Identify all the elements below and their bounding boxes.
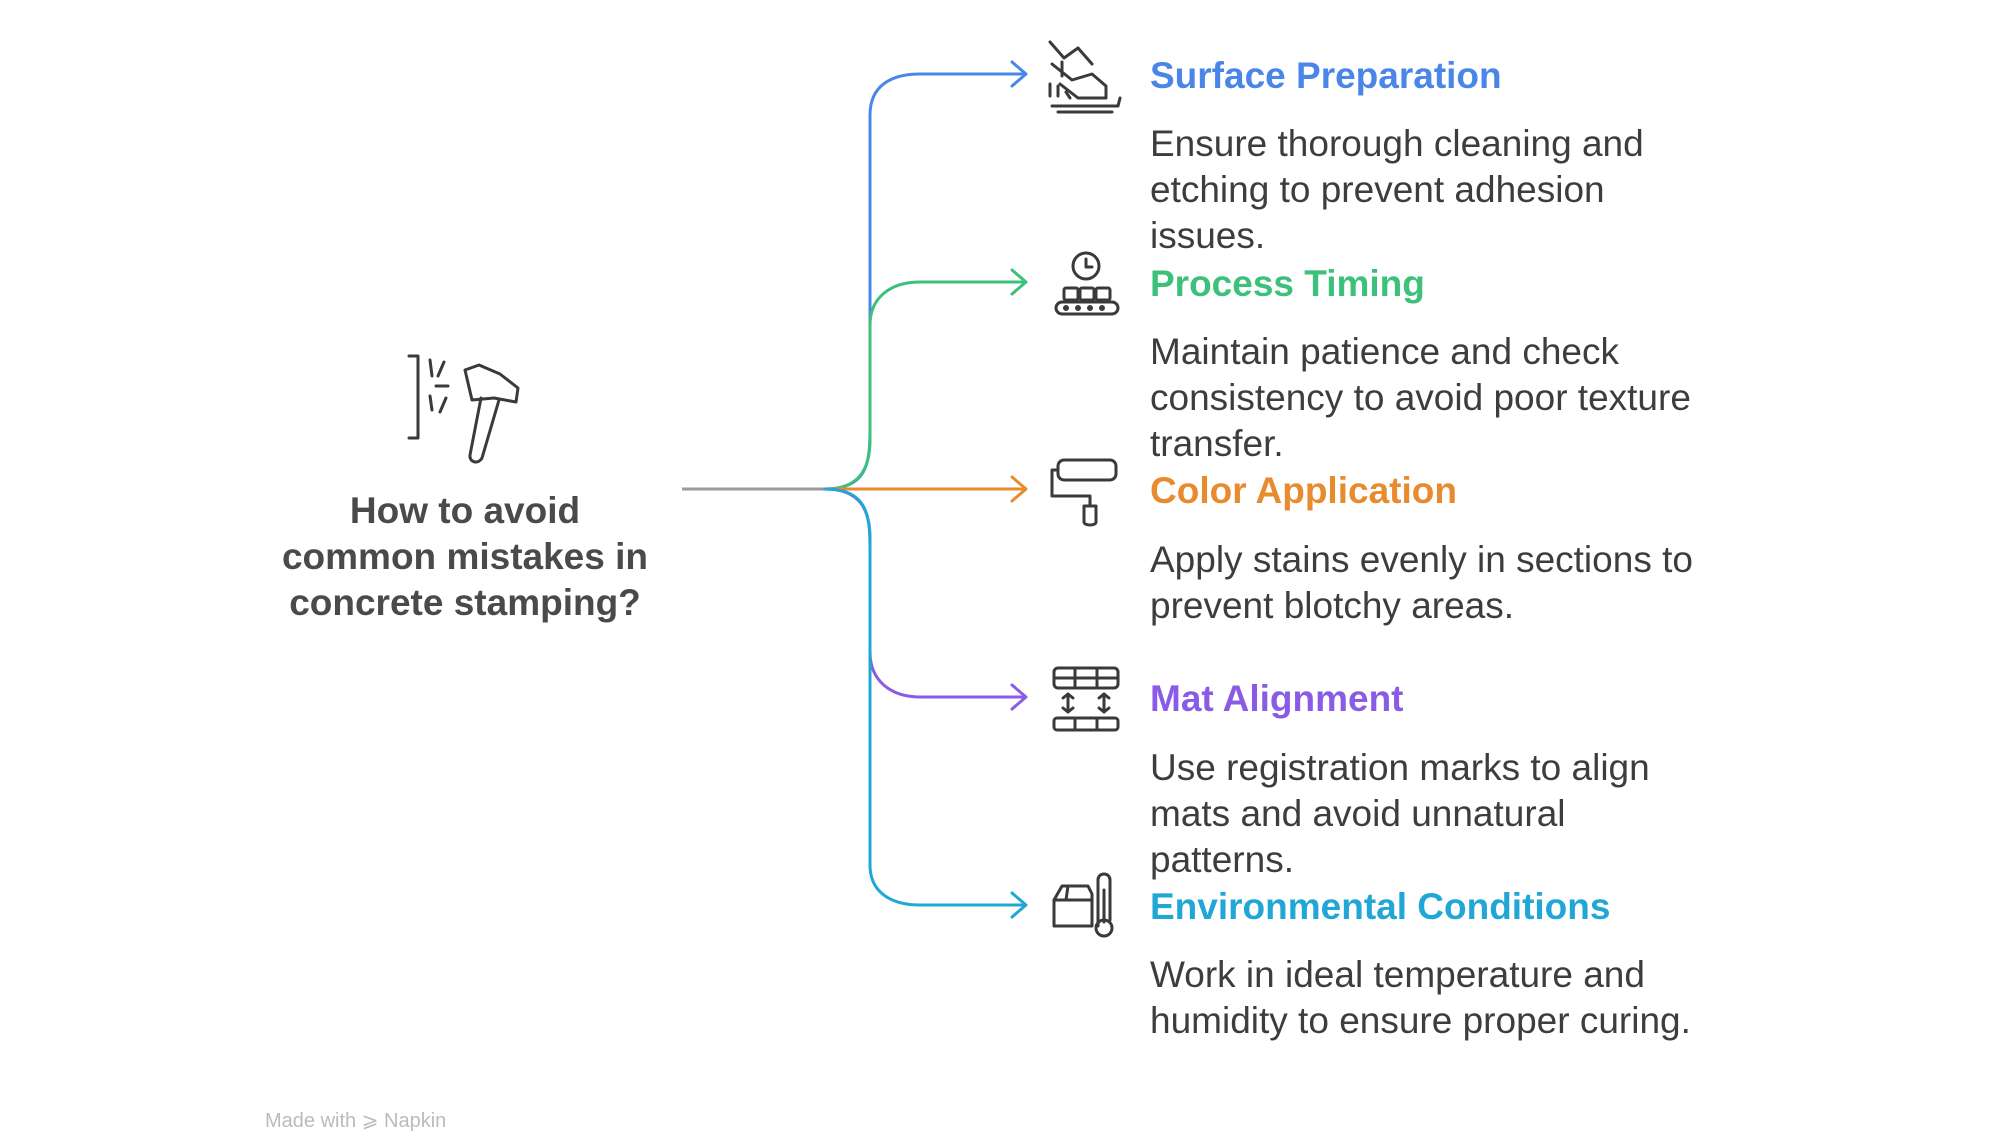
item-title-mat-alignment: Mat Alignment — [1150, 678, 1404, 719]
mat-alignment-icon — [1052, 666, 1120, 732]
hammer-icon — [407, 354, 520, 464]
central-question: How to avoid common mistakes in concrete… — [255, 488, 675, 626]
arrowhead-3 — [1010, 475, 1028, 503]
question-line-3: concrete stamping? — [289, 582, 641, 623]
connector-branch-4 — [823, 487, 1027, 699]
connector-branch-5 — [823, 487, 1027, 907]
made-with-napkin-footer: Made with ⩾ Napkin — [265, 1110, 447, 1132]
item-title-surface-preparation: Surface Preparation — [1150, 55, 1502, 96]
timer-conveyor-icon — [1054, 251, 1120, 316]
item-title-color-application: Color Application — [1150, 470, 1457, 511]
item-title-environmental-conditions: Environmental Conditions — [1150, 886, 1611, 927]
question-line-1: How to avoid — [349, 490, 581, 531]
connector-branch-2 — [823, 280, 1027, 491]
item-desc-surface-preparation: Ensure thorough cleaning and etching to … — [1150, 123, 1644, 256]
surface-preparation-icon — [1048, 40, 1122, 114]
item-desc-mat-alignment: Use registration marks to align mats and… — [1150, 747, 1650, 880]
arrowhead-4 — [1010, 683, 1028, 711]
arrowhead-1 — [1010, 60, 1028, 88]
item-desc-process-timing: Maintain patience and check consistency … — [1150, 331, 1691, 464]
arrowhead-5 — [1010, 891, 1028, 919]
question-line-2: common mistakes in — [281, 536, 648, 577]
item-desc-color-application: Apply stains evenly in sections to preve… — [1150, 539, 1693, 626]
item-desc-environmental-conditions: Work in ideal temperature and humidity t… — [1150, 954, 1691, 1041]
thermometer-box-icon — [1052, 872, 1114, 938]
item-title-process-timing: Process Timing — [1150, 263, 1425, 304]
arrowhead-2 — [1010, 268, 1028, 296]
paint-roller-icon — [1050, 458, 1118, 527]
